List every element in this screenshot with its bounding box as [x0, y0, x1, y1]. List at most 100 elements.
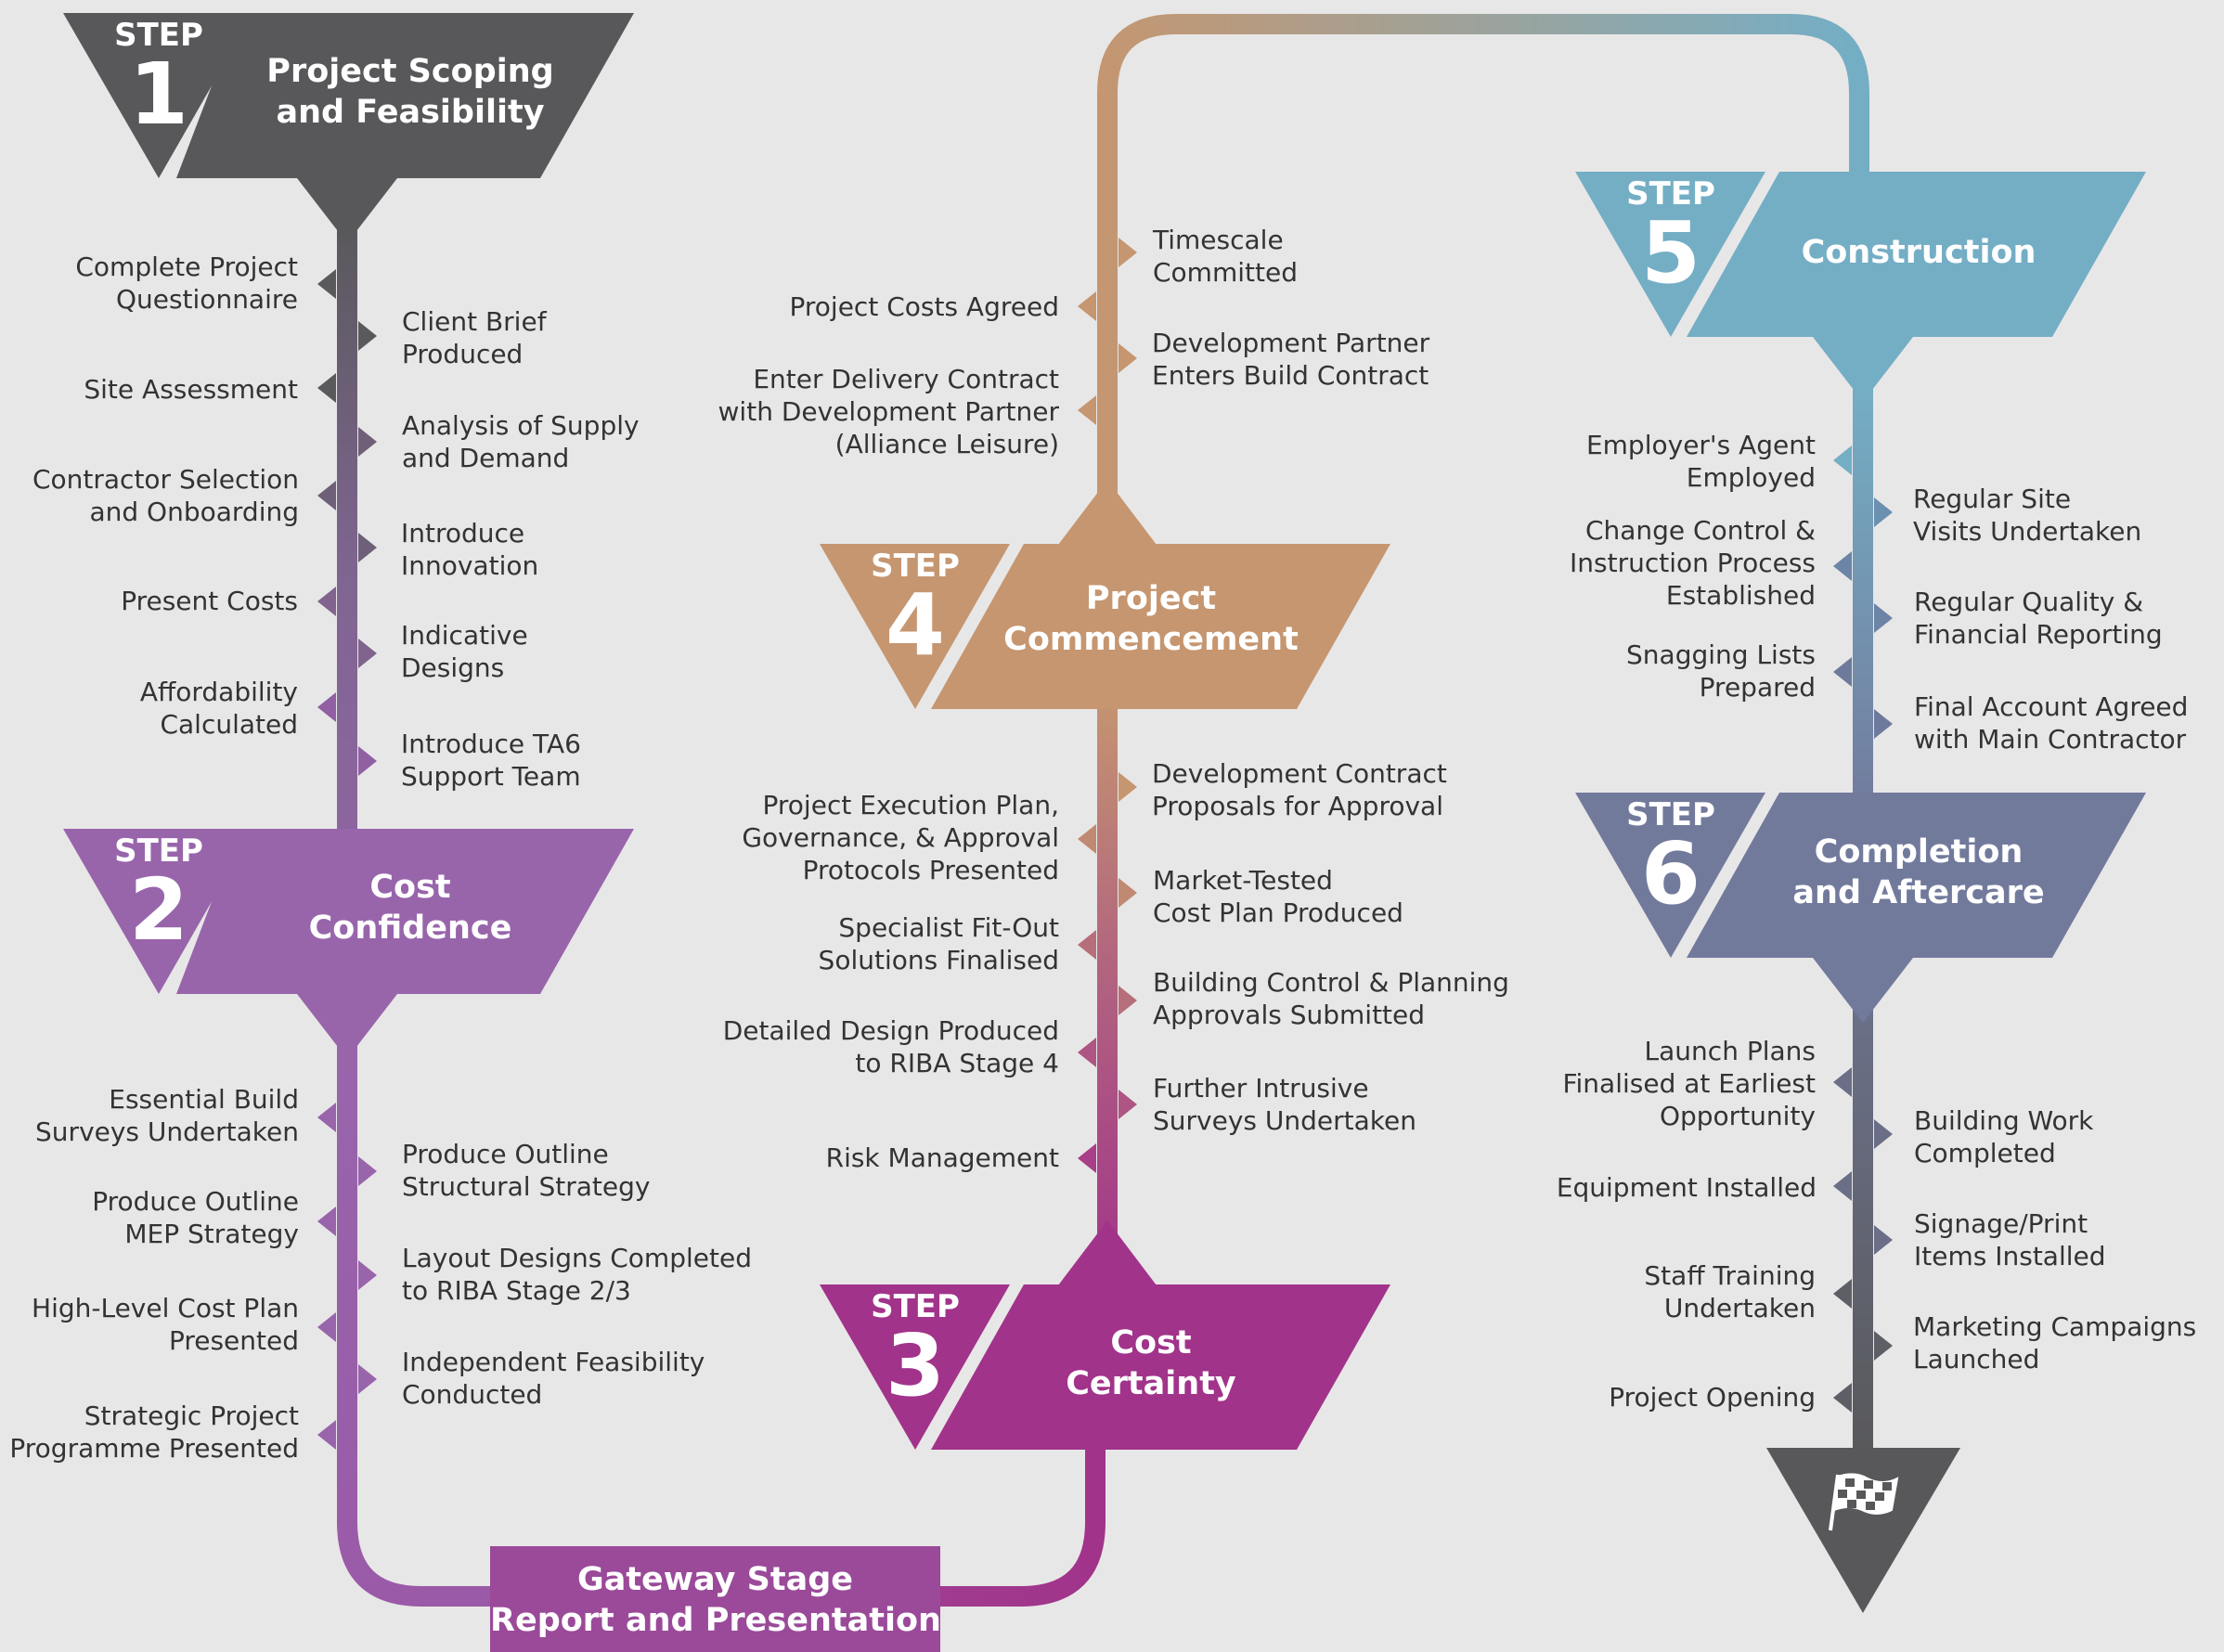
step-2-tag: STEP 2 — [84, 834, 233, 953]
gateway-box — [490, 1546, 940, 1652]
step-5-word: STEP — [1626, 175, 1715, 213]
step-6-banner — [1575, 793, 2146, 1023]
step5-left-item: Employer's Agent Employed — [1585, 430, 1816, 493]
spine-arrow — [358, 1364, 377, 1394]
step-1-word: STEP — [114, 17, 203, 54]
step-3-banner — [820, 1220, 1390, 1450]
step-2-title: Cost Confidence — [308, 869, 512, 947]
step2-left-item: Produce Outline MEP Strategy — [92, 1186, 299, 1249]
step-1-funnel — [297, 178, 397, 243]
step-banners — [63, 13, 2146, 1613]
step-4-title: Project Commencement — [1003, 580, 1299, 658]
spine-arrow — [358, 427, 377, 457]
spine-arrow — [1833, 657, 1852, 687]
step4-right-item: Timescale Committed — [1153, 225, 1298, 288]
step-4-triangle — [820, 544, 1010, 709]
spine-arrow — [1078, 930, 1096, 960]
step6-right-item: Marketing Campaigns Launched — [1913, 1311, 2197, 1375]
step-1-banner — [63, 13, 634, 243]
step-4-word: STEP — [871, 548, 960, 585]
step-5-banner — [1575, 172, 2146, 402]
step-1-title: Project Scoping and Feasibility — [266, 53, 554, 131]
step1-right-item: Client Brief Produced — [402, 306, 547, 369]
step1-right-item: Introduce Innovation — [401, 518, 539, 581]
step2-left-item: Essential Build Surveys Undertaken — [35, 1084, 299, 1147]
step-4-title-shape — [931, 544, 1390, 709]
step-6-triangle — [1575, 793, 1765, 958]
step3-right-item: Market-Tested Cost Plan Produced — [1153, 865, 1403, 928]
step1-left-item: Affordability Calculated — [139, 677, 298, 740]
step-3-peak — [1058, 1220, 1157, 1285]
spine-arrow — [1118, 878, 1137, 908]
step4-left-item: Project Costs Agreed — [789, 291, 1060, 322]
step-5-title-shape — [1687, 172, 2146, 337]
gateway-title: Gateway Stage Report and Presentation — [490, 1561, 941, 1639]
step-4-banner — [820, 480, 1390, 709]
step1-right-item: Introduce TA6 Support Team — [401, 729, 581, 792]
checkered-flag-icon — [1829, 1473, 1899, 1531]
step-4-number: 4 — [885, 575, 945, 675]
step5-right-item: Regular Site Visits Undertaken — [1913, 484, 2142, 547]
spine-arrow — [317, 587, 336, 616]
step-1-title-shape — [176, 13, 634, 178]
spine-arrow — [1118, 986, 1137, 1015]
spine-arrow — [317, 373, 336, 403]
spine-arrow — [317, 1207, 336, 1236]
spine-arrow — [1833, 1067, 1852, 1097]
spine-arrow — [358, 533, 377, 562]
step-3-triangle — [820, 1284, 1010, 1450]
step6-left-item: Launch Plans Finalised at Earliest Oppor… — [1562, 1036, 1816, 1131]
step2-left-item: High-Level Cost Plan Presented — [32, 1293, 299, 1356]
spine-arrow — [1833, 445, 1852, 475]
step-6-title-shape — [1687, 793, 2146, 958]
finish-marker — [1766, 1448, 1960, 1613]
connector-step4-to-step5 — [1097, 14, 1869, 501]
spine-arrow — [1078, 1038, 1096, 1067]
step5-left-item: Snagging Lists Prepared — [1626, 639, 1816, 703]
step-6-funnel — [1813, 958, 1913, 1023]
step-5-funnel — [1813, 337, 1913, 402]
step-2-funnel — [297, 994, 397, 1059]
spine-arrow — [1874, 709, 1893, 739]
gateway-box-shape — [490, 1546, 940, 1652]
spine-arrow — [1118, 1090, 1137, 1119]
step5-right-item: Final Account Agreed with Main Contracto… — [1914, 691, 2189, 755]
spine-arrow — [1874, 1119, 1893, 1149]
spine-arrow — [358, 1156, 377, 1186]
step-6-word: STEP — [1626, 796, 1715, 833]
step-4-peak — [1058, 480, 1157, 545]
spine-arrow — [1118, 238, 1137, 267]
step2-right-item: Independent Feasibility Conducted — [402, 1347, 705, 1410]
step6-left-item: Project Opening — [1609, 1382, 1816, 1413]
step-2-number: 2 — [128, 860, 188, 960]
step3-left-item: Risk Management — [825, 1142, 1059, 1173]
step1-right-item: Analysis of Supply and Demand — [402, 410, 640, 473]
spine-arrow — [1118, 343, 1137, 373]
step4-right-item: Development Partner Enters Build Contrac… — [1152, 328, 1430, 391]
step-6-number: 6 — [1640, 824, 1700, 923]
step-5-triangle — [1575, 172, 1765, 337]
step-6-tag: STEP 6 — [1597, 798, 1745, 917]
spine-arrow — [358, 746, 377, 776]
step-3-number: 3 — [885, 1316, 945, 1415]
spine-arrow — [358, 321, 377, 351]
step1-left-item: Complete Project Questionnaire — [75, 252, 298, 315]
step5-left-item: Change Control & Instruction Process Est… — [1570, 515, 1816, 611]
spine-arrow — [1833, 1383, 1852, 1413]
step2-right-item: Produce Outline Structural Strategy — [402, 1139, 651, 1202]
step2-left-item: Strategic Project Programme Presented — [9, 1400, 299, 1464]
step-2-word: STEP — [114, 832, 203, 870]
step-5-tag: STEP 5 — [1597, 177, 1745, 296]
step-2-title-shape — [176, 829, 634, 994]
step3-right-item: Development Contract Proposals for Appro… — [1152, 758, 1447, 821]
step3-right-item: Building Control & Planning Approvals Su… — [1153, 967, 1509, 1030]
connector-gateway-to-step3 — [928, 1429, 1106, 1607]
spine-arrow — [1833, 551, 1852, 581]
spine-arrow — [317, 692, 336, 722]
spine-arrow — [317, 481, 336, 510]
step-2-banner — [63, 829, 634, 1059]
step-5-number: 5 — [1640, 203, 1700, 303]
spine-arrow — [1874, 1225, 1893, 1255]
